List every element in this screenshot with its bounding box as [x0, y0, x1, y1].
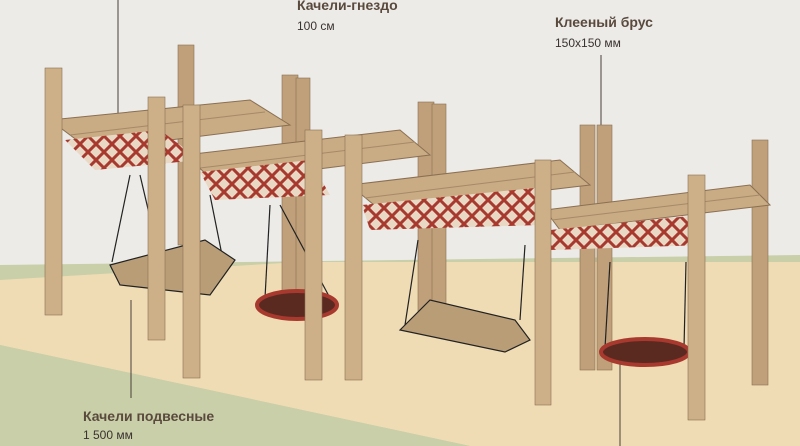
swings — [109, 174, 691, 367]
bench-swing-2 — [398, 299, 531, 353]
roof-4 — [544, 184, 772, 250]
nest-swing-callout: Качели-гнездо 100 см — [297, 0, 398, 33]
hanging-swing-title: Качели подвесные — [83, 408, 215, 424]
nest-swing-size: 100 см — [297, 19, 335, 33]
glued-beam-callout: Клееный брус 150x150 мм — [555, 14, 653, 50]
front-posts — [44, 67, 706, 421]
nest-swing-title: Качели-гнездо — [297, 0, 398, 13]
glued-beam-size: 150x150 мм — [555, 36, 621, 50]
nest-swing-2 — [599, 337, 691, 367]
hanging-swing-callout: Качели подвесные 1 500 мм — [83, 408, 214, 442]
glued-beam-title: Клееный брус — [555, 14, 653, 30]
nest-swing-1 — [255, 289, 339, 321]
hanging-swing-size: 1 500 мм — [83, 428, 133, 442]
roofs — [48, 99, 772, 250]
